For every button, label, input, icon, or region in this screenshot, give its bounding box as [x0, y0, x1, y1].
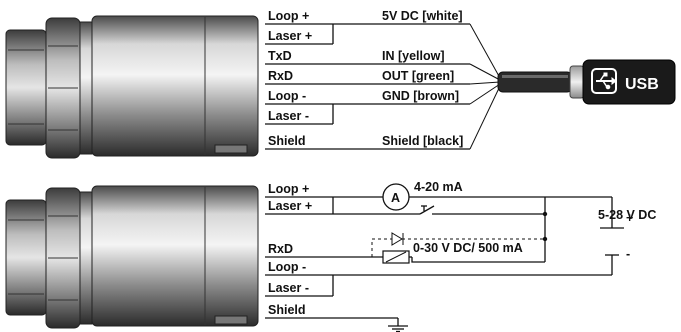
ammeter-symbol: A: [382, 183, 410, 211]
battery-minus: -: [626, 247, 630, 261]
usb-wire-in: IN [yellow]: [382, 49, 445, 63]
sensor-bottom: [5, 185, 259, 329]
usb-trident-icon: [596, 72, 617, 90]
sensor-top: [5, 15, 259, 159]
top-pin-rxd: RxD: [268, 69, 293, 83]
top-pin-laser-plus: Laser +: [268, 29, 312, 43]
top-pin-shield: Shield: [268, 134, 306, 148]
usb-wire-out: OUT [green]: [382, 69, 454, 83]
usb-wire-vdc: 5V DC [white]: [382, 9, 463, 23]
supply-voltage-label: 5-28 V DC: [598, 208, 656, 222]
top-pin-loop-minus: Loop -: [268, 89, 306, 103]
bottom-circuit: [265, 196, 613, 332]
ammeter-label: A: [391, 191, 400, 205]
bottom-pin-laser-minus: Laser -: [268, 281, 309, 295]
top-pin-txd: TxD: [268, 49, 292, 63]
top-pin-loop-plus: Loop +: [268, 9, 309, 23]
top-pin-laser-minus: Laser -: [268, 109, 309, 123]
usb-wire-shield: Shield [black]: [382, 134, 463, 148]
output-rating-label: 0-30 V DC/ 500 mA: [413, 241, 523, 255]
usb-wire-gnd: GND [brown]: [382, 89, 459, 103]
current-range-label: 4-20 mA: [414, 180, 463, 194]
bottom-pin-laser-plus: Laser +: [268, 199, 312, 213]
bottom-pin-shield: Shield: [268, 303, 306, 317]
battery-plus: +: [626, 211, 633, 225]
bottom-pin-loop-plus: Loop +: [268, 182, 309, 196]
usb-cable-bundle: [469, 23, 573, 150]
top-pin-wires: [265, 23, 470, 150]
usb-plug: USB: [569, 59, 676, 105]
bottom-pin-loop-minus: Loop -: [268, 260, 306, 274]
usb-label: USB: [625, 76, 659, 93]
bottom-pin-rxd: RxD: [268, 242, 293, 256]
battery-symbol: + -: [600, 211, 633, 261]
